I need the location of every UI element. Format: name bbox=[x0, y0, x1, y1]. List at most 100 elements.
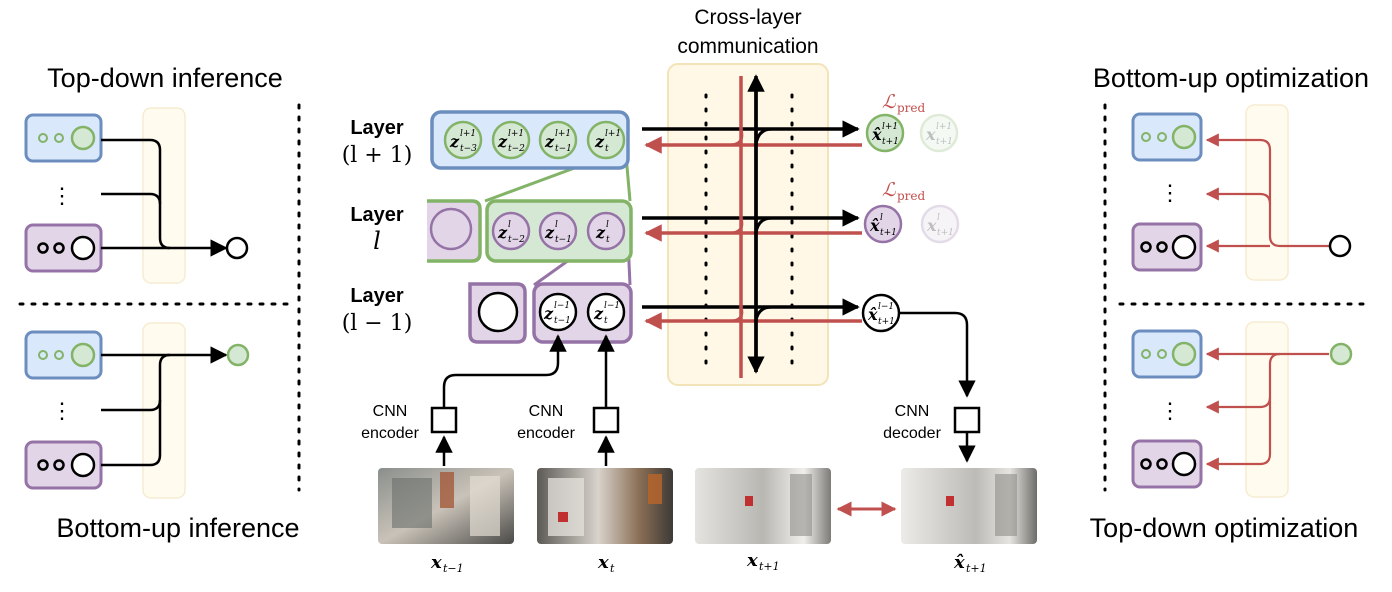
layer-bot-index: (l − 1) bbox=[342, 311, 413, 336]
svg-text:t: t bbox=[606, 235, 610, 245]
cnn-encoder-1-label-1: CNN bbox=[373, 403, 408, 420]
svg-text:l: l bbox=[880, 213, 883, 223]
svg-text:t: t bbox=[610, 562, 615, 575]
red-junctions bbox=[729, 128, 744, 323]
svg-text:t+1: t+1 bbox=[937, 228, 954, 238]
left-top-comm-band bbox=[142, 107, 186, 284]
svg-text:x̂: x̂ bbox=[871, 125, 882, 144]
left-bottom-output-node bbox=[226, 343, 250, 367]
left-panel: Top-down inference Bottom-up inference ⋮ bbox=[18, 63, 301, 543]
svg-text:t−1: t−1 bbox=[555, 235, 572, 245]
svg-text:l−1: l−1 bbox=[554, 301, 570, 311]
right-bottom-title: Top-down optimization bbox=[1090, 513, 1359, 543]
pred-node-bot: x̂l−1t+1 bbox=[861, 293, 901, 333]
svg-text:x: x bbox=[925, 125, 936, 144]
layer-bot-word: Layer bbox=[350, 285, 404, 307]
svg-text:l: l bbox=[555, 220, 558, 230]
encoder-1-output-arrow bbox=[442, 334, 567, 408]
svg-text:z: z bbox=[595, 223, 606, 242]
right-bottom-red-path-3 bbox=[1205, 396, 1272, 414]
frame-label-next: x t+1 bbox=[746, 550, 780, 573]
layer-top-word: Layer bbox=[350, 117, 404, 139]
pred-node-mid: x̂lt+1 bbox=[863, 204, 903, 244]
svg-text:l−1: l−1 bbox=[604, 301, 620, 311]
right-bottom-vdots: ⋮ bbox=[1159, 398, 1181, 423]
layer-top-index: (l + 1) bbox=[342, 143, 413, 168]
svg-text:l+1: l+1 bbox=[605, 129, 621, 139]
right-bottom-source-node bbox=[1329, 342, 1353, 366]
cnn-encoder-2-label-1: CNN bbox=[529, 403, 564, 420]
left-top-vdots: ⋮ bbox=[51, 183, 73, 208]
frame-label-prev: x t−1 bbox=[430, 552, 464, 575]
svg-text:ℒ: ℒ bbox=[882, 179, 897, 201]
svg-text:z: z bbox=[593, 304, 604, 323]
svg-text:t−3: t−3 bbox=[460, 144, 477, 154]
loss-label-top: ℒ pred bbox=[882, 91, 926, 115]
cnn-decoder-label-1: CNN bbox=[895, 403, 930, 420]
frame-label-pred: x̂ t+1 bbox=[953, 552, 987, 575]
svg-text:z: z bbox=[497, 223, 508, 242]
svg-text:l: l bbox=[606, 220, 609, 230]
right-top-source-node bbox=[1328, 234, 1352, 258]
right-top-red-path-1 bbox=[1205, 133, 1329, 248]
svg-text:pred: pred bbox=[897, 189, 926, 203]
svg-text:l+1: l+1 bbox=[882, 122, 898, 132]
svg-text:t: t bbox=[605, 144, 609, 154]
svg-text:x: x bbox=[746, 550, 758, 571]
svg-text:x: x bbox=[597, 552, 609, 573]
svg-text:x̂: x̂ bbox=[953, 552, 965, 573]
svg-text:z: z bbox=[594, 132, 605, 151]
svg-text:t−2: t−2 bbox=[508, 235, 525, 245]
cnn-encoder-box-1 bbox=[430, 406, 458, 434]
svg-text:t+1: t+1 bbox=[966, 562, 987, 575]
svg-text:t+1: t+1 bbox=[882, 137, 899, 147]
cnn-encoder-box-2 bbox=[592, 406, 620, 434]
frame-pred-image bbox=[901, 468, 1037, 544]
left-top-path-2 bbox=[101, 192, 162, 205]
cross-layer-band bbox=[667, 63, 829, 386]
svg-text:x̂: x̂ bbox=[869, 216, 880, 235]
svg-text:l+1: l+1 bbox=[460, 129, 476, 139]
left-bottom-path-1 bbox=[101, 353, 171, 467]
right-bottom-blue-node bbox=[1131, 329, 1203, 379]
svg-text:l: l bbox=[508, 220, 511, 230]
right-top-red-path-2 bbox=[1205, 187, 1272, 205]
frame-prev-image bbox=[378, 468, 514, 544]
svg-text:l−1: l−1 bbox=[878, 302, 894, 312]
right-bottom-comm-band bbox=[1245, 321, 1289, 498]
right-top-comm-band bbox=[1245, 104, 1289, 281]
right-top-title: Bottom-up optimization bbox=[1093, 63, 1369, 93]
svg-text:t+1: t+1 bbox=[936, 137, 953, 147]
svg-text:t−1: t−1 bbox=[554, 316, 571, 326]
center-panel: Cross-layer communication Layer (l + 1) … bbox=[342, 6, 1037, 575]
left-bottom-purple-node bbox=[24, 440, 103, 490]
cross-layer-title-2: communication bbox=[677, 35, 818, 58]
svg-text:l+1: l+1 bbox=[936, 122, 952, 132]
left-top-output-node bbox=[225, 236, 249, 260]
cross-layer-title-1: Cross-layer bbox=[694, 6, 801, 29]
svg-text:z: z bbox=[497, 132, 508, 151]
right-top-purple-node bbox=[1131, 222, 1203, 272]
svg-text:z: z bbox=[544, 223, 555, 242]
svg-text:x: x bbox=[926, 216, 937, 235]
pred-node-top: x̂l+1 t+1 bbox=[865, 113, 905, 153]
layer-mid-index: l bbox=[373, 227, 381, 255]
cnn-encoder-1-label-2: encoder bbox=[361, 425, 419, 442]
frame-label-cur: x t bbox=[597, 552, 615, 575]
svg-text:pred: pred bbox=[897, 101, 926, 115]
svg-text:t−1: t−1 bbox=[555, 144, 572, 154]
cnn-encoder-2-label-2: encoder bbox=[517, 425, 575, 442]
svg-text:z: z bbox=[544, 132, 555, 151]
left-bottom-vdots: ⋮ bbox=[51, 398, 73, 423]
svg-text:z: z bbox=[543, 304, 554, 323]
svg-text:t+1: t+1 bbox=[759, 560, 780, 573]
right-top-vdots: ⋮ bbox=[1159, 180, 1181, 205]
left-top-blue-node bbox=[24, 113, 103, 163]
layer-mid-word: Layer bbox=[350, 204, 404, 226]
cnn-decoder-label-2: decoder bbox=[883, 425, 941, 442]
svg-text:t: t bbox=[604, 316, 608, 326]
